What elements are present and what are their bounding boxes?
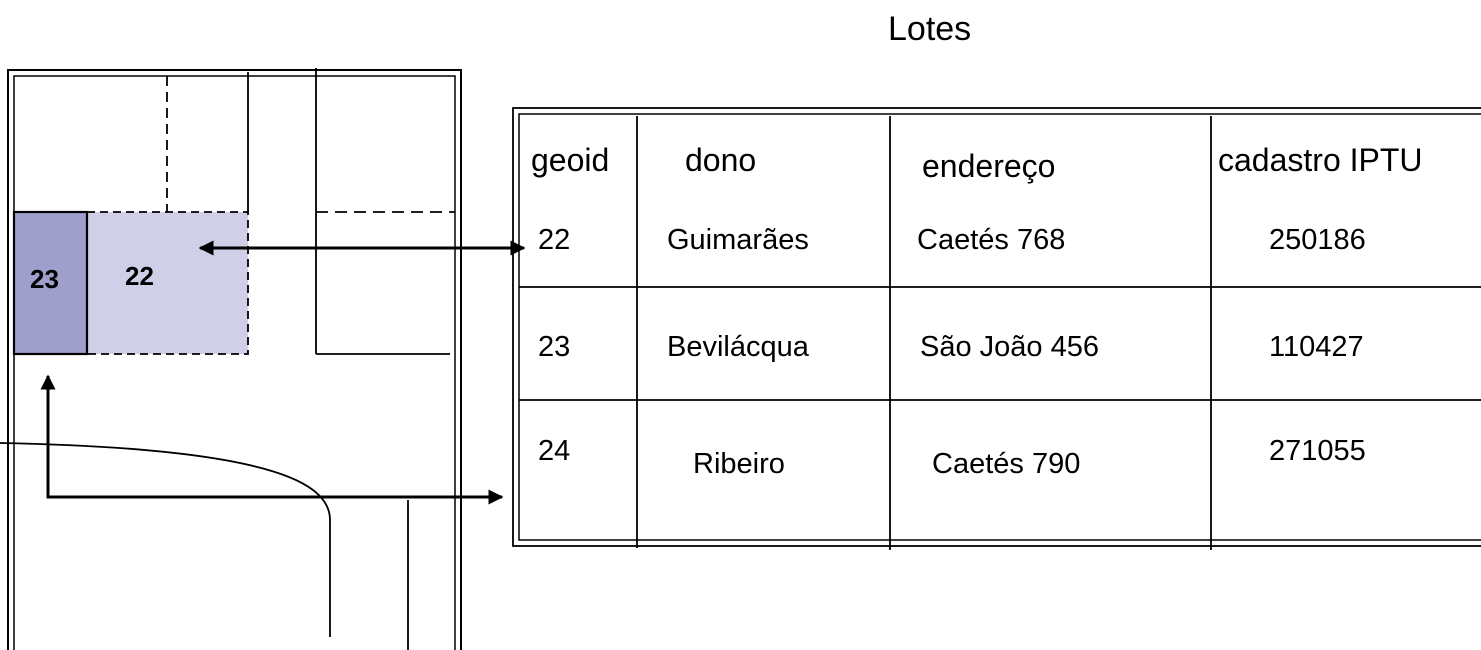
table-title: Lotes	[888, 10, 972, 48]
table-cell: 23	[538, 331, 571, 363]
lot-22-label: 22	[125, 261, 154, 291]
table-outer-border	[512, 107, 1481, 547]
table-cell: 110427	[1269, 331, 1364, 363]
column-header-endereco: endereço	[922, 148, 1056, 184]
column-header-cadastro: cadastro IPTU	[1218, 142, 1423, 178]
column-header-dono: dono	[685, 142, 757, 178]
table-cell: Guimarães	[667, 224, 809, 256]
table-cell: Caetés 768	[917, 224, 1066, 256]
lot-23[interactable]	[12, 210, 89, 356]
map-inner-border	[13, 75, 456, 650]
table-cell: Ribeiro	[693, 448, 785, 480]
table-cell: Bevilácqua	[667, 331, 809, 363]
column-header-geoid: geoid	[531, 142, 610, 178]
map-outer-border	[7, 69, 462, 650]
link-arrow-lot-row-24	[40, 374, 504, 505]
table-inner-border	[518, 113, 1481, 541]
table-cell: 250186	[1269, 224, 1366, 256]
parcel-map	[0, 68, 526, 650]
table-cell: Caetés 790	[932, 448, 1081, 480]
table-cell: São João 456	[920, 331, 1099, 363]
lot-23-label: 23	[30, 264, 59, 294]
attribute-table	[512, 107, 1481, 550]
table-cell: 271055	[1269, 435, 1366, 467]
table-cell: 24	[538, 435, 571, 467]
lot-22[interactable]	[86, 211, 249, 355]
table-cell: 22	[538, 224, 571, 256]
